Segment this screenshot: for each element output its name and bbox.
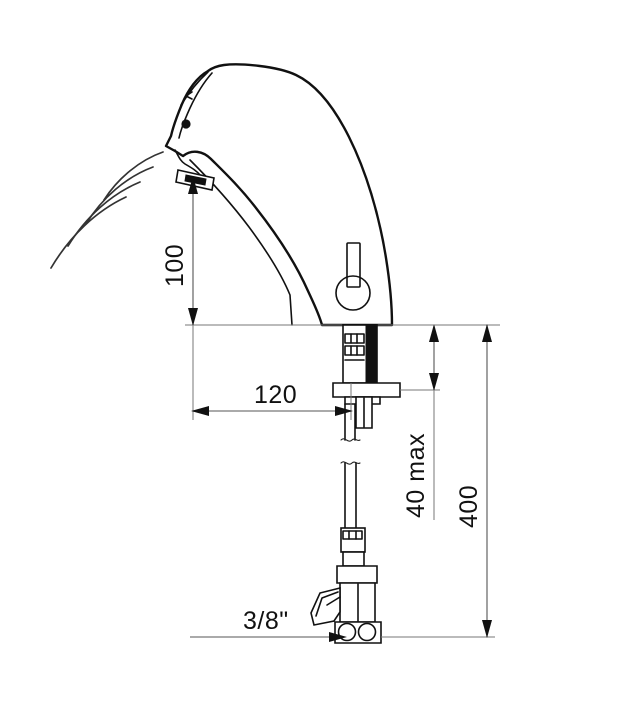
sensor-wave-arc-3 <box>67 181 141 247</box>
tube-break-line-upper <box>340 438 361 442</box>
shank-shadow-side <box>365 325 377 383</box>
spout-underlip-scallop <box>174 149 202 177</box>
coupling-barrel <box>340 527 366 553</box>
curved-faucet-spout <box>164 63 394 327</box>
sensor-wave-arc-4 <box>50 196 127 269</box>
thread-size-label: 3/8" <box>243 607 289 635</box>
sensor-wave-arc-1 <box>103 151 164 201</box>
deck-mounting-nut-washer <box>332 382 401 429</box>
dim-120-arrow-right <box>335 406 353 416</box>
flexible-supply-hose-lower <box>340 461 361 529</box>
threaded-mounting-shank <box>342 324 378 384</box>
dim-40-max-label: 40 max <box>402 433 430 518</box>
coupling-collar <box>342 551 365 567</box>
led-indicator-port <box>335 242 371 311</box>
thread-leader-arrow <box>329 632 347 642</box>
sensor-window-lens <box>184 174 207 186</box>
thread-band-2 <box>344 345 365 356</box>
coupling-thread-band-1 <box>342 530 363 540</box>
spout-outer-shell <box>164 63 394 327</box>
spout-nose-crease <box>178 72 213 139</box>
dim-120-label: 120 <box>254 381 297 409</box>
mounting-washer-plate <box>332 382 401 398</box>
dimension-deck-40-max: 40 max <box>400 324 440 520</box>
tube-break-line-lower <box>340 461 361 465</box>
infrared-detection-waves <box>50 151 164 269</box>
handle-inner-line <box>315 591 339 617</box>
dim-400-arrow-top <box>482 324 492 342</box>
dimension-reach-120: 120 <box>191 325 353 420</box>
spout-nose-cap <box>180 71 209 106</box>
thread-band-1 <box>344 333 365 344</box>
dimension-connection-thread: 3/8" <box>190 607 347 642</box>
dim-40-arrow-top <box>429 324 439 342</box>
inlet-port-right <box>357 622 377 642</box>
dim-40-arrow-bottom <box>429 373 439 391</box>
dim-120-arrow-left <box>191 406 209 416</box>
dimension-height-100: 100 <box>161 176 198 326</box>
led-slot <box>346 242 361 288</box>
dim-100-label: 100 <box>161 244 189 287</box>
handle-crease <box>326 596 341 606</box>
infrared-sensor-window <box>175 169 215 191</box>
dim-100-arrow-top <box>188 176 198 194</box>
led-round-window <box>335 275 371 311</box>
angle-shutoff-valve-with-handle <box>310 565 382 644</box>
dimension-shank-400: 400 <box>381 324 495 638</box>
dim-400-arrow-bottom <box>482 620 492 638</box>
dim-100-arrow-bottom <box>188 308 198 326</box>
dim-400-label: 400 <box>455 485 483 528</box>
inlet-port-left <box>337 622 357 642</box>
valve-upper-hex-nut <box>336 565 378 584</box>
valve-lever-handle <box>310 586 341 626</box>
lower-threaded-coupling <box>340 527 366 567</box>
sensor-aperture-dot <box>181 119 191 129</box>
